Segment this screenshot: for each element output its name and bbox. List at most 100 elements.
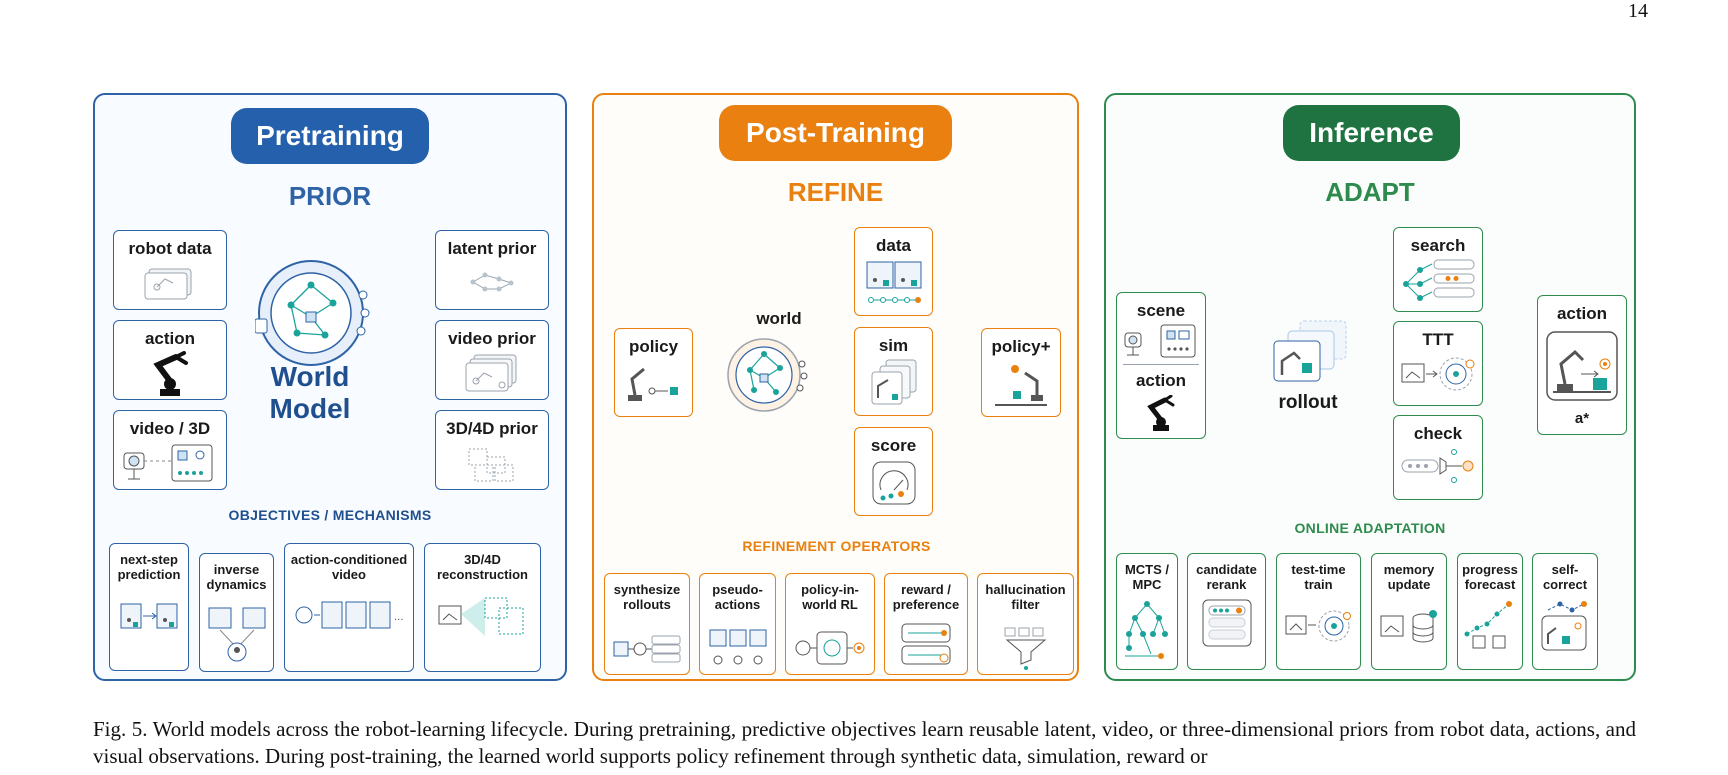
objective-next-step: next-step prediction: [109, 543, 189, 671]
operator-label: policy-in-world RL: [801, 582, 859, 612]
method-label: self-correct: [1542, 562, 1588, 592]
input-label: video / 3D: [129, 419, 211, 438]
check-label: TTT: [1422, 330, 1454, 349]
latent-graph-icon: [470, 272, 514, 292]
output-latent-prior: latent prior: [435, 230, 549, 310]
online-adaptation-heading: ONLINE ADAPTATION: [1294, 520, 1446, 536]
page-number: 14: [1628, 0, 1648, 22]
output-label: 3D/4D prior: [446, 419, 538, 438]
robot-action-icon: [1546, 331, 1618, 401]
svg-text:...: ...: [394, 612, 404, 623]
method-label: test-time train: [1291, 562, 1346, 592]
post-training-subtitle: REFINE: [787, 177, 884, 207]
cube-stack-icon: [468, 448, 514, 482]
operator-reward-preference: reward / preference: [884, 573, 968, 675]
check-ttt: TTT: [1393, 321, 1483, 406]
output-label: video prior: [448, 329, 536, 348]
output-action-label: action: [1556, 304, 1608, 323]
input-label: robot data: [128, 239, 212, 258]
inverse-dynamics-icon: [208, 607, 265, 662]
world-model-globe-icon: [255, 260, 370, 366]
input-video-3d: video / 3D: [113, 410, 227, 490]
inference-panel: Inference ADAPT scene action rollout sea…: [1104, 93, 1636, 681]
operator-pseudo-actions: pseudo-actions: [699, 573, 776, 675]
input-action: action: [113, 320, 227, 400]
rollout-label: rollout: [1278, 392, 1338, 413]
operator-label: pseudo-actions: [712, 582, 763, 612]
action-label: action: [1135, 371, 1187, 390]
policy-plus-label: policy+: [991, 337, 1051, 356]
post-training-panel: Post-Training REFINE policy world data s…: [592, 93, 1079, 681]
objective-action-conditioned-video: action-conditioned video ...: [284, 543, 414, 672]
scene-label: scene: [1136, 301, 1186, 320]
search-tree-icon: [1403, 259, 1475, 301]
output-video-prior: video prior: [435, 320, 549, 400]
self-correct-icon: [1541, 601, 1587, 651]
world-model-line1: World: [270, 361, 350, 392]
method-test-time-train: test-time train: [1276, 553, 1361, 670]
policy-robot-icon: [627, 367, 678, 401]
funnel-filter-icon: [1004, 627, 1046, 670]
operator-policy-in-world-rl: policy-in-world RL: [785, 573, 875, 675]
ttt-update-icon: [1401, 357, 1475, 391]
post-training-title: Post-Training: [719, 105, 952, 161]
rollout-frames-icon: [1273, 320, 1347, 382]
robot-data-icon: [144, 268, 192, 300]
objective-label: 3D/4D reconstruction: [436, 552, 528, 582]
objective-3d4d-reconstruction: 3D/4D reconstruction: [424, 543, 541, 672]
verify-funnel-icon: [1401, 449, 1474, 483]
check-label: check: [1413, 424, 1463, 443]
objective-label: next-step prediction: [117, 552, 181, 582]
tree-search-icon: [1125, 601, 1168, 659]
check-label: search: [1410, 236, 1466, 255]
output-3d4d-prior: 3D/4D prior: [435, 410, 549, 490]
world-model-label: World Model: [235, 361, 385, 425]
forecast-line-icon: [1464, 601, 1512, 649]
check-check: check: [1393, 415, 1483, 500]
rerank-list-icon: [1202, 599, 1251, 647]
pretraining-subtitle: PRIOR: [288, 181, 372, 211]
world-globe-icon: [727, 338, 808, 412]
preference-compare-icon: [901, 623, 951, 665]
next-step-frames-icon: [120, 603, 178, 629]
world-label: world: [756, 309, 802, 328]
operator-label: synthesize rollouts: [613, 582, 681, 612]
pretraining-panel: Pretraining PRIOR robot data action vide…: [93, 93, 567, 681]
objective-inverse-dynamics: inverse dynamics: [199, 553, 274, 672]
method-candidate-rerank: candidate rerank: [1187, 553, 1266, 670]
camera-screen-icon: [123, 444, 213, 482]
output-action-box: action a*: [1537, 295, 1627, 435]
figure-caption: Fig. 5. World models across the robot-le…: [93, 717, 1636, 768]
pseudo-actions-icon: [709, 629, 766, 665]
method-mcts-mpc: MCTS / MPC: [1116, 553, 1178, 670]
pretraining-title: Pretraining: [231, 108, 429, 164]
operator-label: reward / preference: [892, 582, 960, 612]
operator-hallucination-filter: hallucination filter: [977, 573, 1074, 675]
method-label: candidate rerank: [1196, 562, 1257, 592]
input-label: action: [144, 329, 196, 348]
output-action-value: a*: [1574, 410, 1590, 427]
method-self-correct: self-correct: [1532, 553, 1598, 670]
test-time-train-icon: [1285, 610, 1351, 642]
action-video-frames-icon: ...: [295, 601, 404, 629]
divider: [1123, 364, 1199, 365]
branch-label: sim: [878, 336, 909, 355]
operator-synthesize-rollouts: synthesize rollouts: [604, 573, 690, 675]
rl-loop-icon: [795, 631, 865, 665]
policy-plus-robot-icon: [995, 365, 1047, 406]
data-frames-icon: [866, 261, 921, 303]
reconstruction-icon: [438, 597, 523, 636]
check-search: search: [1393, 227, 1483, 312]
memory-database-icon: [1380, 610, 1437, 643]
branch-data: data: [854, 227, 933, 316]
world-model-line2: Model: [269, 393, 351, 424]
method-label: memory update: [1383, 562, 1435, 592]
inference-title: Inference: [1283, 105, 1460, 161]
method-label: progress forecast: [1462, 562, 1518, 592]
method-memory-update: memory update: [1371, 553, 1447, 670]
method-progress-forecast: progress forecast: [1457, 553, 1523, 670]
robot-arm-icon: [153, 351, 188, 396]
output-label: latent prior: [447, 239, 537, 258]
scene-camera-icon: [1124, 324, 1196, 358]
policy-plus-box: policy+: [981, 328, 1061, 417]
